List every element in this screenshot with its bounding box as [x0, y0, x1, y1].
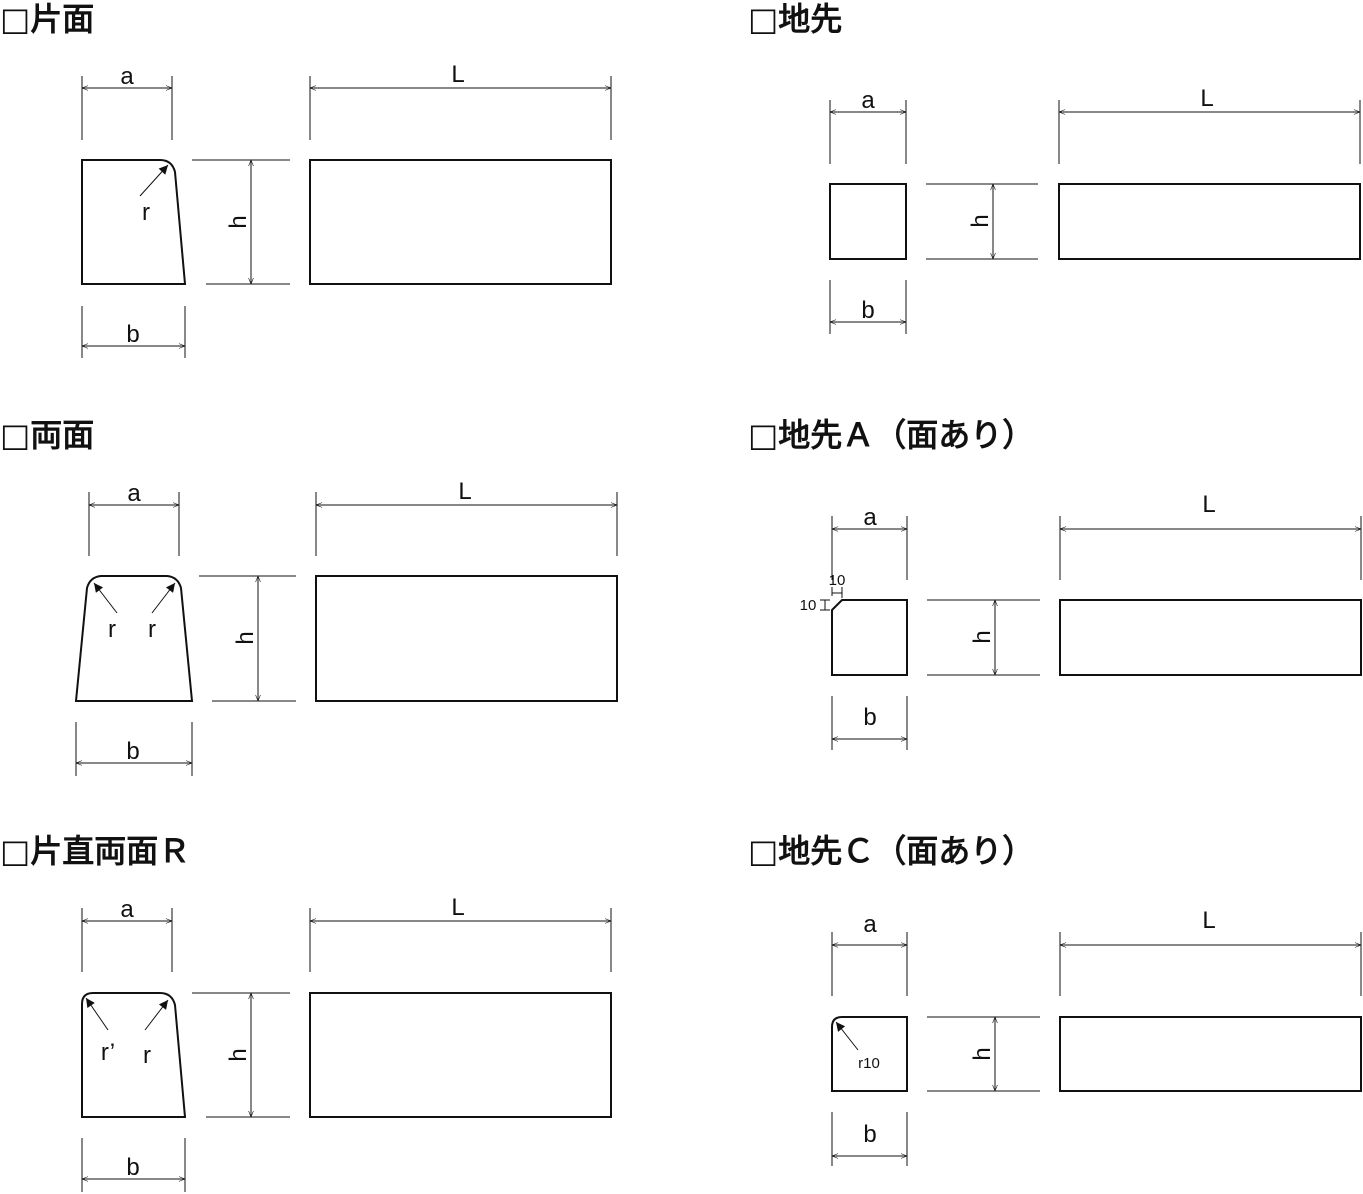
panel-title: □片直両面Ｒ [0, 832, 190, 870]
radius-label: r10 [858, 1055, 880, 1072]
dimension-label-L: L [451, 61, 464, 88]
dimension-label-b: b [126, 1154, 139, 1181]
radius-label: r [142, 199, 150, 226]
cross-section-shape [81, 159, 187, 285]
dimension-label-h: h [969, 1047, 996, 1060]
radius-leader-left [93, 582, 118, 614]
radius-label-left: r [108, 616, 116, 643]
panel-jisaki: □地先 a b h L [748, 0, 1361, 334]
panel-title: □地先Ｃ（面あり） [748, 832, 1034, 870]
radius-label-right: r [143, 1042, 151, 1069]
radius-leader-left [85, 997, 109, 1031]
panel-jisaki-a: □地先Ａ（面あり） a 10 10 b h L [748, 416, 1362, 750]
panel-title: □片面 [0, 0, 94, 38]
panel-title: □地先 [748, 0, 842, 38]
cross-section-shape [829, 183, 907, 260]
dimension-label-L: L [458, 478, 471, 505]
radius-leader [835, 1021, 859, 1051]
dimension-label-h: h [232, 631, 259, 644]
radius-leader-right [144, 999, 169, 1031]
panel-katachoku-ryomen-r: □片直両面Ｒ a r’ r b h L [0, 832, 612, 1192]
panel-title: □両面 [0, 416, 94, 454]
radius-leader [139, 164, 169, 197]
side-view-rect [309, 159, 612, 285]
dimension-label-b: b [126, 738, 139, 765]
radius-leader-right [151, 582, 176, 614]
side-view-rect [1059, 1016, 1362, 1092]
dimension-label-a: a [120, 896, 134, 923]
dimension-label-b: b [861, 297, 874, 324]
dimension-label-h: h [225, 215, 252, 228]
side-view-rect [315, 575, 618, 702]
radius-label-right: r [148, 616, 156, 643]
panel-title: □地先Ａ（面あり） [748, 416, 1034, 454]
dimension-label-L: L [451, 894, 464, 921]
dimension-label-L: L [1200, 85, 1213, 112]
chamfer-label-vertical: 10 [800, 597, 817, 614]
cross-section-shape [831, 599, 908, 676]
dimension-label-a: a [127, 480, 141, 507]
dimension-label-a: a [863, 911, 877, 938]
side-view-rect [1059, 599, 1362, 676]
dimension-label-a: a [120, 63, 134, 90]
panel-ryomen: □両面 a r r b h L [0, 416, 618, 776]
cross-section-shape [81, 992, 187, 1118]
cross-section-shape [74, 575, 194, 702]
radius-label-left: r’ [101, 1039, 115, 1066]
panel-katamen: □片面 a r b h L [0, 0, 612, 358]
chamfer-label-horizontal: 10 [829, 572, 846, 589]
side-view-rect [1058, 183, 1361, 260]
dimension-label-b: b [126, 321, 139, 348]
dimension-label-L: L [1202, 907, 1215, 934]
dimension-label-L: L [1202, 491, 1215, 518]
dimension-label-b: b [863, 704, 876, 731]
dimension-label-h: h [225, 1048, 252, 1061]
panel-jisaki-c: □地先Ｃ（面あり） a r10 b h L [748, 832, 1362, 1166]
dimension-label-b: b [863, 1121, 876, 1148]
dimension-label-h: h [969, 630, 996, 643]
dimension-label-a: a [863, 504, 877, 531]
dimension-label-h: h [967, 214, 994, 227]
side-view-rect [309, 992, 612, 1118]
cross-section-shape [831, 1016, 908, 1092]
dimension-label-a: a [861, 87, 875, 114]
